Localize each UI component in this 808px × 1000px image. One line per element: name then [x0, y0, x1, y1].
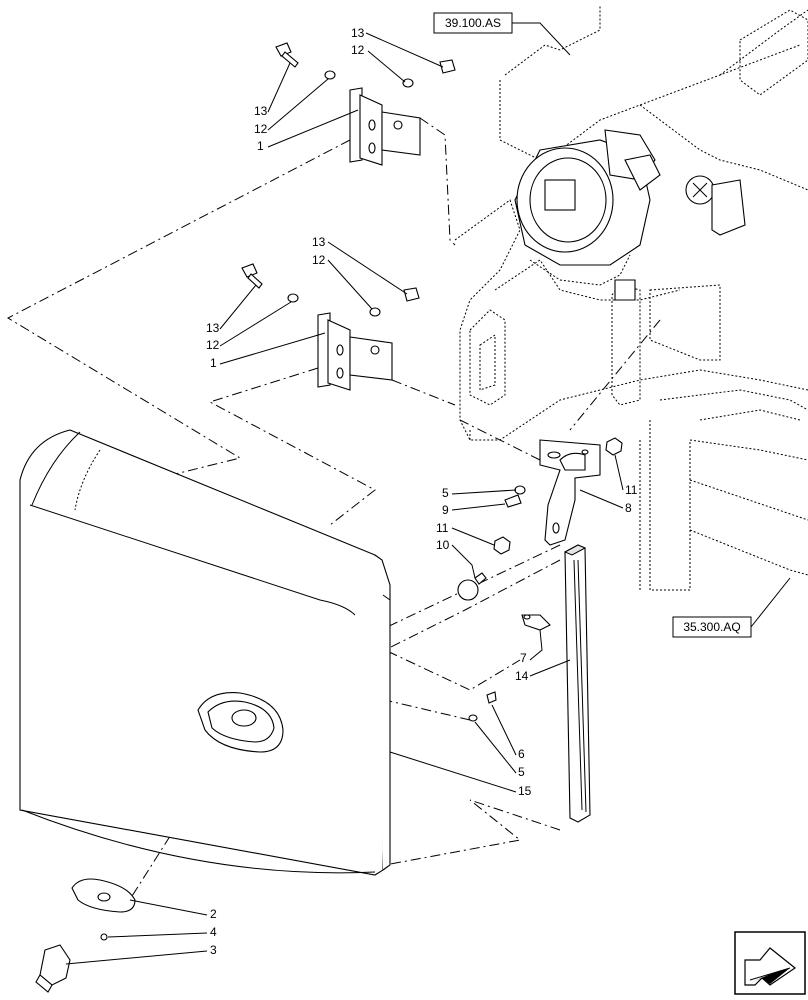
washer-icon — [324, 70, 336, 80]
bracket-callouts: 5 9 11 10 11 8 — [436, 454, 638, 579]
lock-assembly — [35, 878, 136, 993]
svg-text:12: 12 — [312, 253, 326, 267]
screw-icon — [504, 494, 522, 508]
washer-icon — [287, 293, 299, 303]
svg-text:14: 14 — [515, 669, 529, 683]
svg-text:2: 2 — [210, 907, 217, 921]
door-panel — [19, 429, 391, 876]
svg-text:39.100.AS: 39.100.AS — [445, 16, 501, 30]
svg-text:3: 3 — [210, 943, 217, 957]
door-handle-escutcheon — [197, 692, 284, 753]
screw-icon — [486, 691, 497, 704]
svg-text:12: 12 — [351, 43, 365, 57]
svg-text:1: 1 — [210, 356, 217, 370]
svg-text:12: 12 — [206, 338, 220, 352]
svg-text:12: 12 — [254, 122, 268, 136]
washer-icon — [514, 485, 526, 495]
svg-text:10: 10 — [436, 538, 450, 552]
svg-text:13: 13 — [351, 26, 365, 40]
navigation-arrow-icon[interactable] — [734, 931, 806, 995]
svg-text:5: 5 — [442, 486, 449, 500]
seal-strip — [563, 544, 591, 823]
striker-bracket-assembly — [457, 437, 623, 601]
svg-text:15: 15 — [518, 784, 532, 798]
svg-text:9: 9 — [442, 503, 449, 517]
svg-text:1: 1 — [257, 139, 264, 153]
svg-text:11: 11 — [436, 521, 449, 535]
svg-text:35.300.AQ: 35.300.AQ — [683, 620, 740, 634]
frame-assembly — [454, 5, 808, 591]
seal-clip — [468, 614, 551, 722]
washer-icon — [100, 933, 108, 941]
svg-text:7: 7 — [520, 651, 527, 665]
svg-text:4: 4 — [210, 925, 217, 939]
lock-callouts: 2 4 3 — [65, 899, 217, 965]
bolt-icon — [241, 263, 258, 278]
svg-text:13: 13 — [254, 104, 268, 118]
seal-callouts: 7 14 6 5 15 — [389, 629, 571, 798]
lower-hinge-callouts: 13 12 13 12 1 — [206, 235, 408, 370]
hinge-icon — [349, 87, 363, 163]
nut-icon — [605, 437, 623, 456]
svg-text:13: 13 — [206, 321, 220, 335]
svg-text:6: 6 — [518, 747, 525, 761]
hinge-icon — [317, 312, 331, 388]
reference-35-300-aq[interactable]: 35.300.AQ — [672, 577, 791, 638]
upper-hinge-assembly — [275, 42, 456, 246]
svg-text:5: 5 — [518, 765, 525, 779]
upper-hinge-callouts: 13 12 13 12 1 — [254, 26, 444, 153]
lower-hinge-assembly — [241, 263, 420, 391]
nut-icon — [493, 536, 511, 555]
actuator-motor — [514, 129, 746, 301]
reference-39-100-as[interactable]: 39.100.AS — [433, 12, 571, 56]
washer-icon — [468, 714, 478, 722]
svg-text:11: 11 — [625, 483, 638, 497]
bolt-icon — [275, 42, 292, 57]
svg-text:13: 13 — [312, 235, 326, 249]
ball-stud-icon — [457, 579, 479, 601]
svg-text:8: 8 — [625, 501, 632, 515]
